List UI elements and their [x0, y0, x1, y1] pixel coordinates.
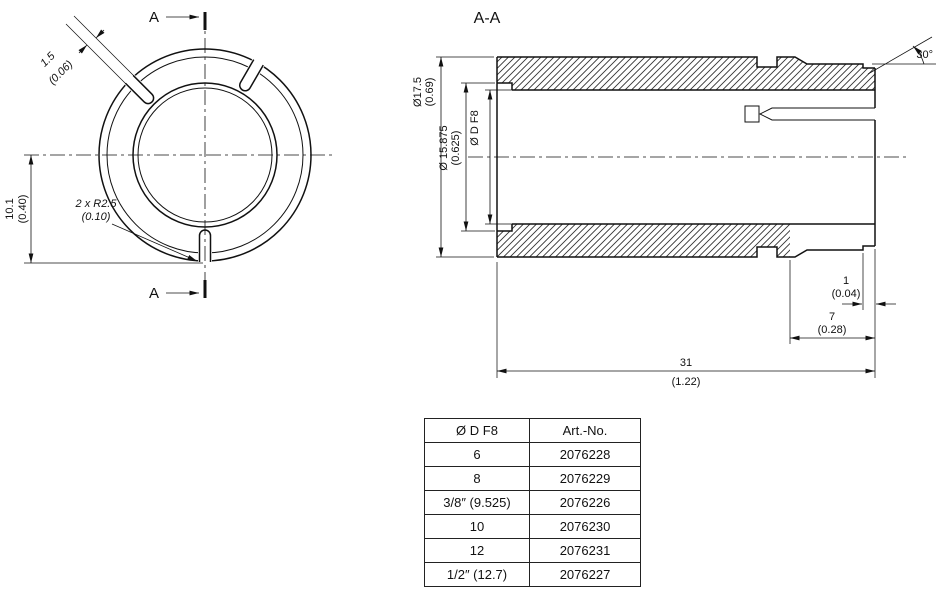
hatch-bottom-wall	[497, 224, 790, 257]
section-marker-top: A	[149, 9, 159, 26]
artno-value: 2076227	[529, 562, 641, 587]
bore-value: 12	[424, 538, 530, 563]
bore-value: 3/8″ (9.525)	[424, 490, 530, 515]
column-header-artno: Art.-No.	[529, 418, 641, 443]
bore-value: 1/2″ (12.7)	[424, 562, 530, 587]
table-row: 10 2076230	[424, 514, 641, 539]
dim-depth-in: (0.40)	[17, 195, 29, 224]
section-title: A-A	[474, 10, 501, 27]
slit-upper-right	[236, 54, 268, 94]
dim-slit-length: 7 (0.28)	[789, 260, 875, 344]
dim-slit-width: 1.5 (0.06)	[38, 15, 135, 87]
bore-value: 6	[424, 442, 530, 467]
table-row: 3/8″ (9.525) 2076226	[424, 490, 641, 515]
dim-shank-in: (0.625)	[450, 131, 462, 166]
parts-table: Ø D F8 Art.-No. 6 2076228 8 2076229 3/8″…	[424, 418, 641, 587]
dim-slitlen-in: (0.28)	[818, 324, 847, 336]
bore-value: 10	[424, 514, 530, 539]
dim-od-mm: Ø17.5	[412, 77, 424, 107]
dim-shank-mm: Ø 15.875	[438, 125, 450, 170]
table-row: 6 2076228	[424, 442, 641, 467]
artno-value: 2076230	[529, 514, 641, 539]
dim-lip-in: (0.04)	[832, 288, 861, 300]
dim-bore-label: Ø D F8	[469, 110, 481, 145]
dim-od-in: (0.69)	[424, 78, 436, 107]
dim-bore: Ø D F8	[469, 89, 512, 225]
dim-radius-in: (0.10)	[82, 211, 111, 223]
dim-od: Ø17.5 (0.69)	[412, 56, 494, 258]
dim-len-mm: 31	[680, 357, 692, 369]
dim-len-in: (1.22)	[672, 376, 701, 388]
front-view: A A 1.5 (0.06) 10.1 (0.40) 2 x R2.5 (0.1…	[4, 9, 334, 302]
slit-upper-left	[120, 70, 157, 107]
section-marker-bottom: A	[149, 285, 159, 302]
parts-table-header-row: Ø D F8 Art.-No.	[424, 418, 641, 443]
bore-value: 8	[424, 466, 530, 491]
dim-slit-mm: 1.5	[38, 50, 58, 70]
dim-depth: 10.1 (0.40)	[4, 155, 203, 264]
artno-value: 2076226	[529, 490, 641, 515]
table-row: 8 2076229	[424, 466, 641, 491]
table-row: 1/2″ (12.7) 2076227	[424, 562, 641, 587]
dim-radius: 2 x R2.5 (0.10)	[75, 198, 198, 262]
dim-radius-label: 2 x R2.5	[75, 198, 118, 210]
dim-slitlen-mm: 7	[829, 311, 835, 323]
hatch-top-wall	[497, 57, 875, 90]
dim-lip-mm: 1	[843, 275, 849, 287]
dim-depth-mm: 10.1	[4, 198, 16, 219]
dim-length: 31 (1.22)	[496, 262, 875, 388]
drawing-svg: A A 1.5 (0.06) 10.1 (0.40) 2 x R2.5 (0.1…	[4, 9, 936, 388]
table-row: 12 2076231	[424, 538, 641, 563]
column-header-bore: Ø D F8	[424, 418, 530, 443]
dim-angle: 30°	[867, 36, 936, 75]
section-view: A-A Ø17.5 (0.69) Ø	[412, 10, 936, 388]
artno-value: 2076229	[529, 466, 641, 491]
dim-lip: 1 (0.04)	[832, 249, 896, 378]
artno-value: 2076231	[529, 538, 641, 563]
artno-value: 2076228	[529, 442, 641, 467]
dim-shank: Ø 15.875 (0.625)	[438, 82, 495, 232]
dim-angle-label: 30°	[916, 49, 933, 61]
